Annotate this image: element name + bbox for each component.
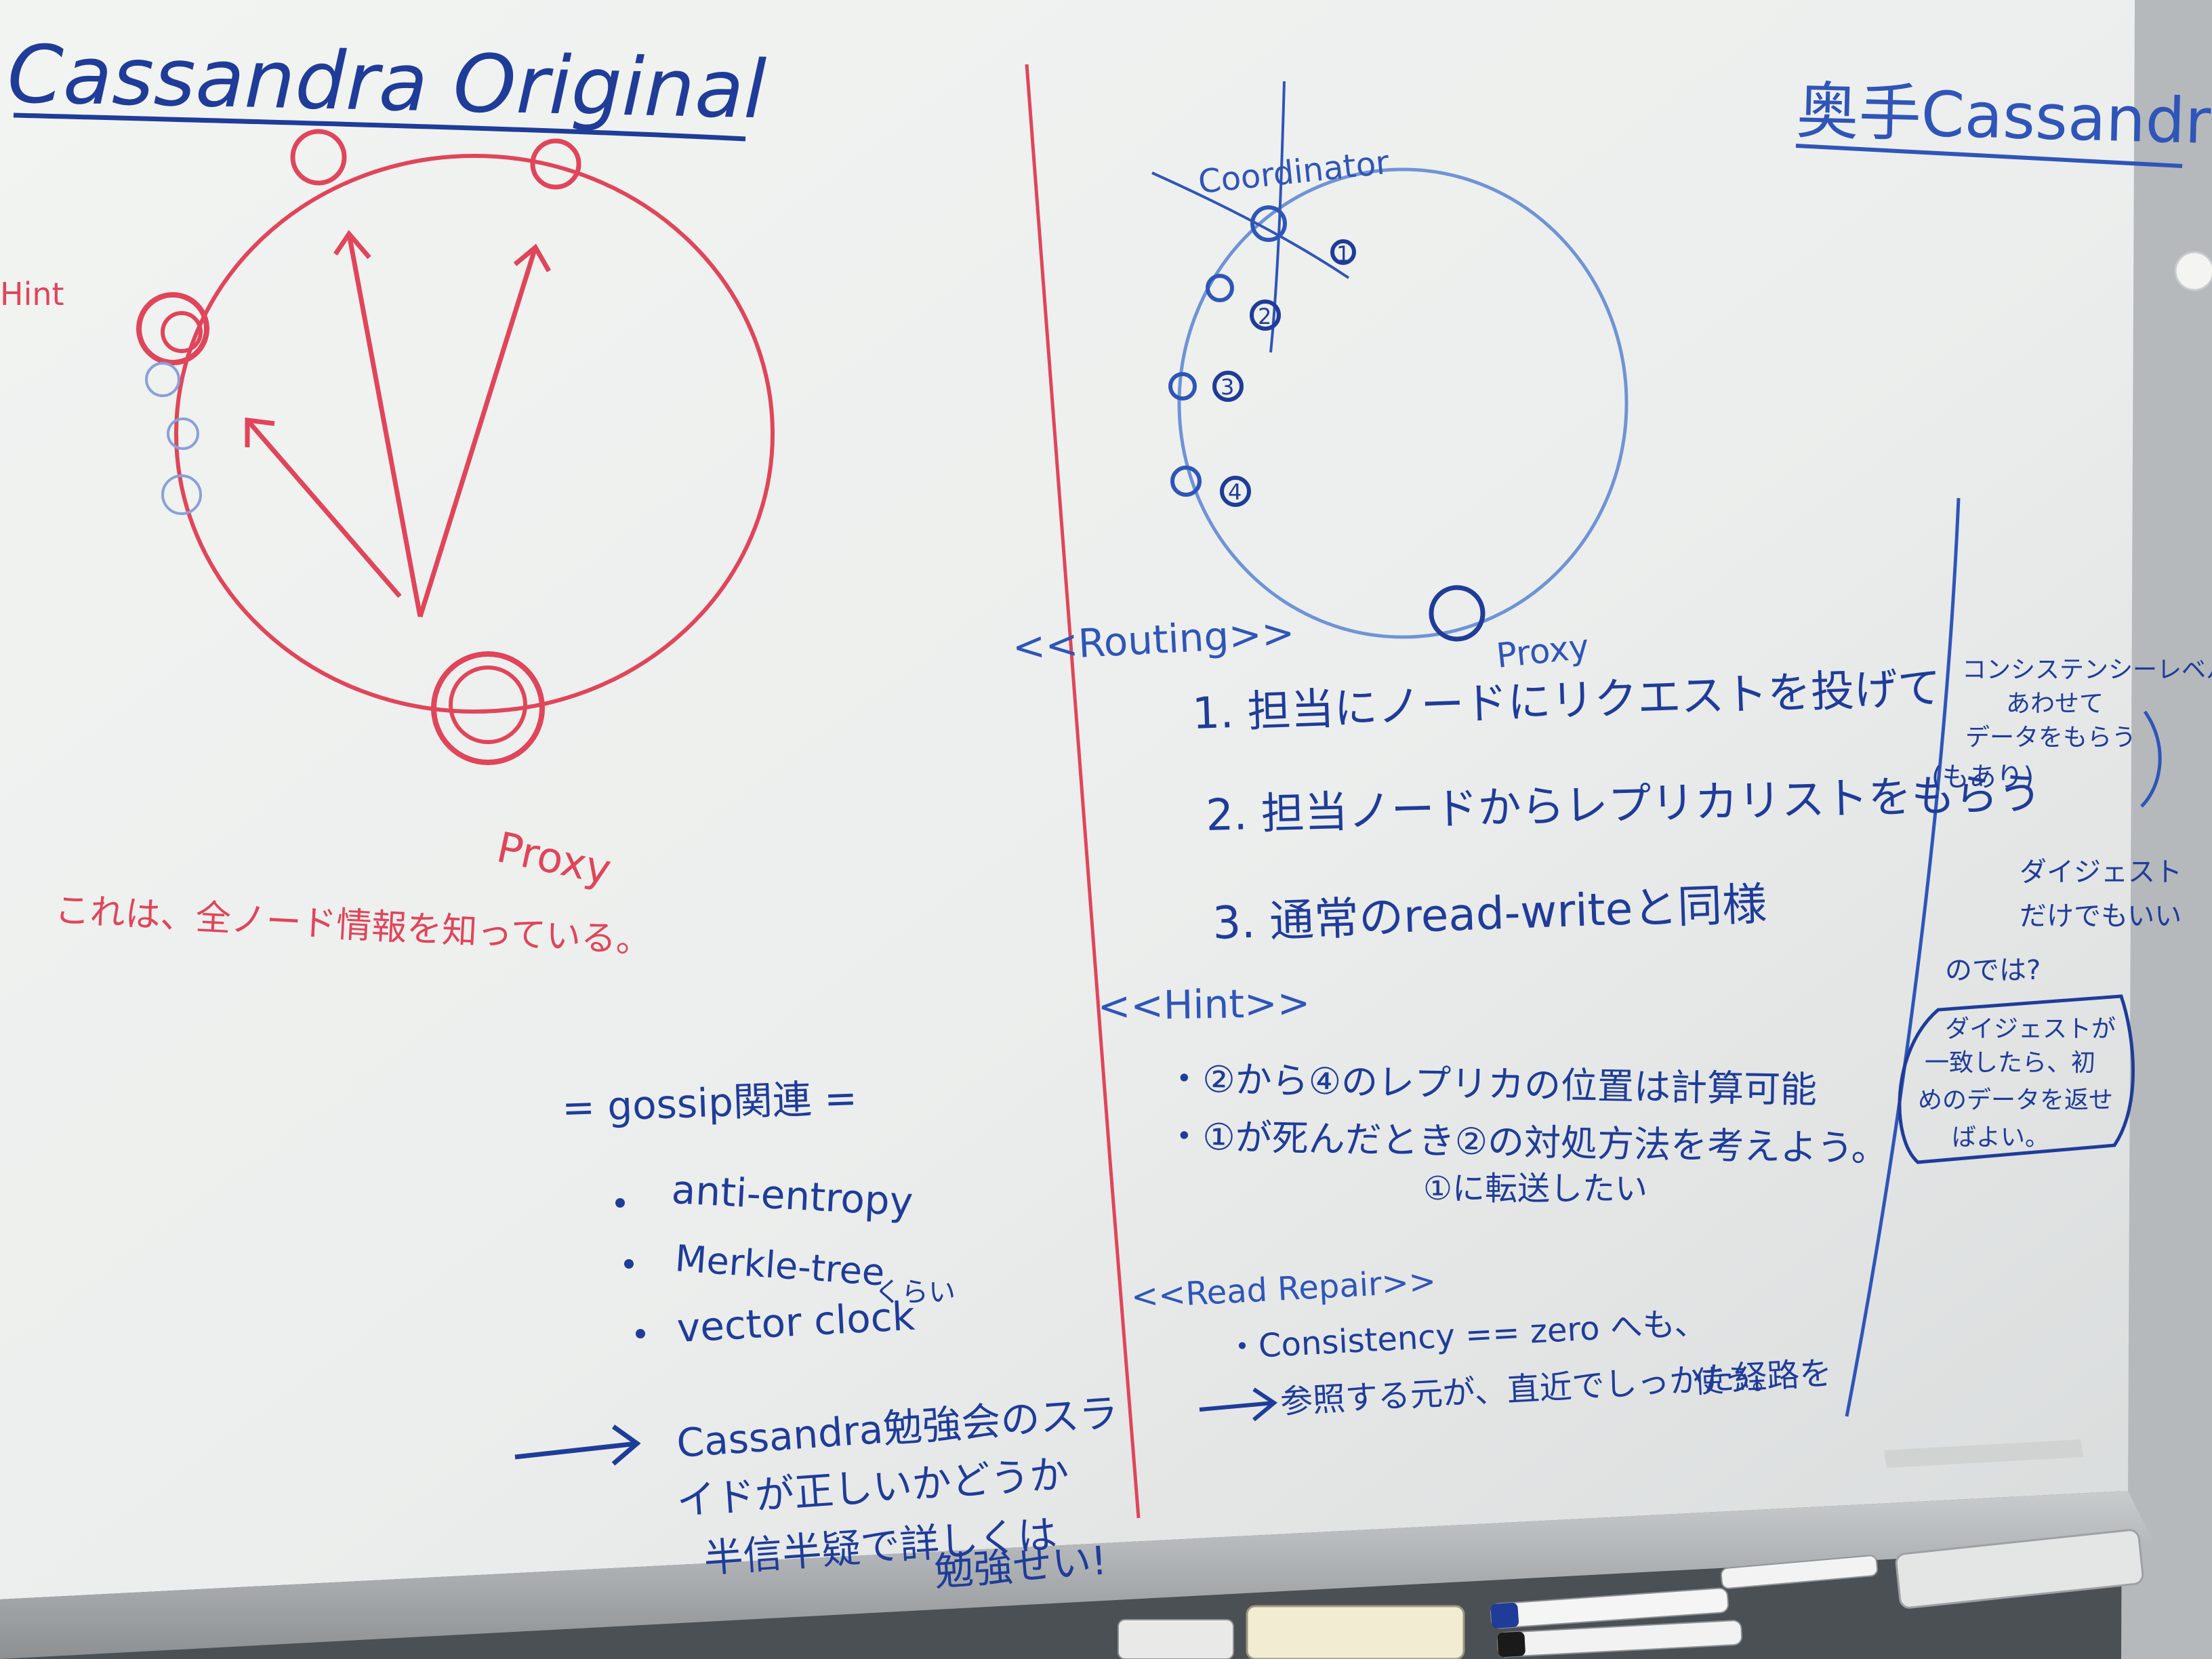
consistency-note: あわせて (2006, 690, 2104, 718)
arrow-icon (333, 230, 423, 617)
proxy-node-icon (431, 651, 545, 765)
hint-line: ①に転送したい (1423, 1170, 1647, 1208)
node-number: 3 (1221, 374, 1234, 400)
left-title: Cassandra Original (6, 27, 767, 136)
read-repair-line: 使う。 (1693, 1361, 1782, 1400)
consistency-note: データをもらう (1965, 724, 2136, 752)
digest-note: のでは? (1945, 955, 2041, 986)
hint-node-icon (136, 292, 209, 365)
divider-line (1025, 64, 1141, 1519)
node-number: 2 (1258, 304, 1271, 329)
ring-blue (1177, 167, 1629, 639)
gossip-heading: = gossip関連 = (561, 1075, 858, 1131)
arrow-icon (245, 417, 402, 598)
node-icon (530, 138, 581, 190)
marker-tray (0, 1491, 2155, 1659)
proxy-label-right: Proxy (1494, 627, 1591, 676)
arrow-icon (514, 1425, 641, 1466)
boxed-note: 一致したら、初 (1925, 1049, 2095, 1077)
arrow-icon (417, 243, 552, 618)
divider-line (1845, 497, 1961, 1417)
node-icon (1170, 466, 1202, 497)
consistency-note: (もあり) (1931, 762, 2034, 793)
hint-heading: <<Hint>> (1097, 980, 1311, 1029)
eraser-icon (1246, 1605, 1465, 1659)
eraser-icon (1118, 1619, 1234, 1659)
board-surface (0, 0, 2135, 1599)
board-frame (2121, 0, 2212, 1659)
ring-red (174, 154, 775, 714)
gossip-aside: くらい (874, 1277, 956, 1308)
coordinator-node-icon (1250, 205, 1287, 242)
eraser-icon (1895, 1529, 2144, 1609)
brand-label (1884, 1439, 2083, 1468)
arrow-icon (1199, 1387, 1278, 1422)
node-icon (1168, 372, 1197, 401)
right-diagram (1151, 81, 2183, 1422)
digest-note: だけでもいい (2020, 901, 2182, 932)
tray-objects (1118, 1529, 2144, 1659)
hint-label: Hint (0, 276, 64, 312)
boxed-note: ダイジェストが (1945, 1015, 2116, 1043)
node-number: 1 (1336, 241, 1350, 267)
right-title: 奥手Cassandra (1795, 75, 2212, 159)
consistency-note: コンシステンシーレベルに (1962, 656, 2212, 684)
node-icon (290, 129, 347, 186)
boxed-note: めのデータを返せ (1918, 1086, 2113, 1114)
boxed-note: ばよい。 (1952, 1124, 2049, 1151)
proxy-node-icon (1429, 585, 1486, 642)
marker-icon (1720, 1555, 1879, 1589)
node-icon (1206, 274, 1234, 302)
magnet-icon (2174, 251, 2212, 291)
left-diagram (13, 112, 775, 1466)
note-box (1898, 994, 2135, 1164)
digest-note: ダイジェスト (2020, 857, 2182, 888)
node-number: 4 (1228, 479, 1242, 505)
